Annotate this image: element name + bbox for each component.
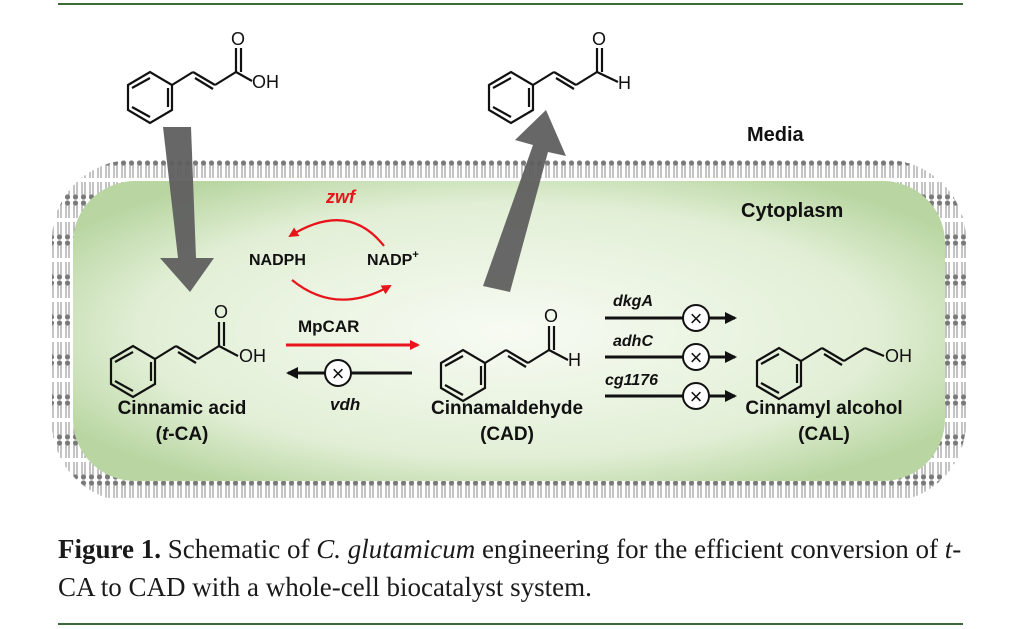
- cinnamyl-alcohol-hydroxyl: OH: [885, 346, 912, 366]
- caption-species: C. glutamicum: [316, 534, 476, 564]
- cinnamyl-alcohol-structure: [755, 346, 885, 401]
- cytoplasm-label: Cytoplasm: [741, 200, 843, 222]
- cofactor-cycle-top-arc: [288, 219, 385, 247]
- cinnamyl-alcohol-abbr: (CAL): [798, 424, 850, 445]
- caption-text-2: engineering for the efficient conversion…: [475, 534, 945, 564]
- external-acid-oxygen: O: [231, 29, 245, 49]
- svg-text:×: ×: [690, 345, 703, 370]
- mpcar-label: MpCAR: [298, 317, 359, 336]
- svg-text:×: ×: [690, 306, 703, 331]
- cinnamaldehyde-structure: [439, 326, 569, 403]
- zwf-label: zwf: [325, 187, 357, 207]
- media-label: Media: [747, 124, 805, 146]
- caption-text-1: Schematic of: [161, 534, 317, 564]
- cinnamic-acid-structure: [109, 322, 239, 399]
- figure-caption: Figure 1. Schematic of C. glutamicum eng…: [58, 530, 968, 606]
- caption-text-3: -CA to CAD with a whole-cell biocatalyst…: [58, 534, 962, 602]
- nadph-label: NADPH: [249, 252, 306, 269]
- cinnamaldehyde-oxygen: O: [544, 306, 558, 326]
- external-cinnamaldehyde-structure: [487, 48, 619, 125]
- external-aldehyde-hydrogen: H: [618, 73, 631, 93]
- caption-label: Figure 1.: [58, 534, 161, 564]
- cinnamic-acid-oxygen: O: [214, 302, 228, 322]
- external-acid-hydroxyl: OH: [252, 72, 279, 92]
- cg1176-label: cg1176: [605, 372, 658, 389]
- dkga-deletion-marker: ×: [682, 304, 710, 332]
- export-arrow: [483, 110, 566, 292]
- external-cinnamic-acid-structure: [126, 48, 253, 125]
- svg-text:×: ×: [690, 384, 703, 409]
- cinnamaldehyde-abbr: (CAD): [480, 424, 534, 445]
- vdh-label: vdh: [330, 395, 360, 414]
- cinnamaldehyde-name: Cinnamaldehyde: [431, 398, 583, 419]
- cinnamic-acid-name: Cinnamic acid: [118, 398, 247, 419]
- vdh-deletion-marker: ×: [324, 359, 352, 387]
- bottom-rule: [58, 623, 963, 625]
- dkga-label: dkgA: [613, 293, 653, 310]
- cg1176-deletion-marker: ×: [682, 382, 710, 410]
- adhc-deletion-marker: ×: [682, 343, 710, 371]
- adhc-label: adhC: [613, 333, 653, 350]
- caption-tca-italic: t: [944, 534, 953, 564]
- cinnamic-acid-hydroxyl: OH: [239, 346, 266, 366]
- cinnamic-acid-abbr: (t-CA): [156, 424, 209, 445]
- cofactor-cycle-bottom-arc: [291, 279, 392, 301]
- top-rule: [58, 3, 963, 5]
- svg-text:×: ×: [332, 361, 345, 386]
- cinnamyl-alcohol-name: Cinnamyl alcohol: [745, 398, 902, 419]
- uptake-arrow: [160, 127, 214, 292]
- external-aldehyde-oxygen: O: [592, 29, 606, 49]
- cell-membrane: [52, 160, 966, 502]
- cinnamaldehyde-hydrogen: H: [568, 350, 581, 370]
- nadp-label: NADP+: [367, 249, 419, 269]
